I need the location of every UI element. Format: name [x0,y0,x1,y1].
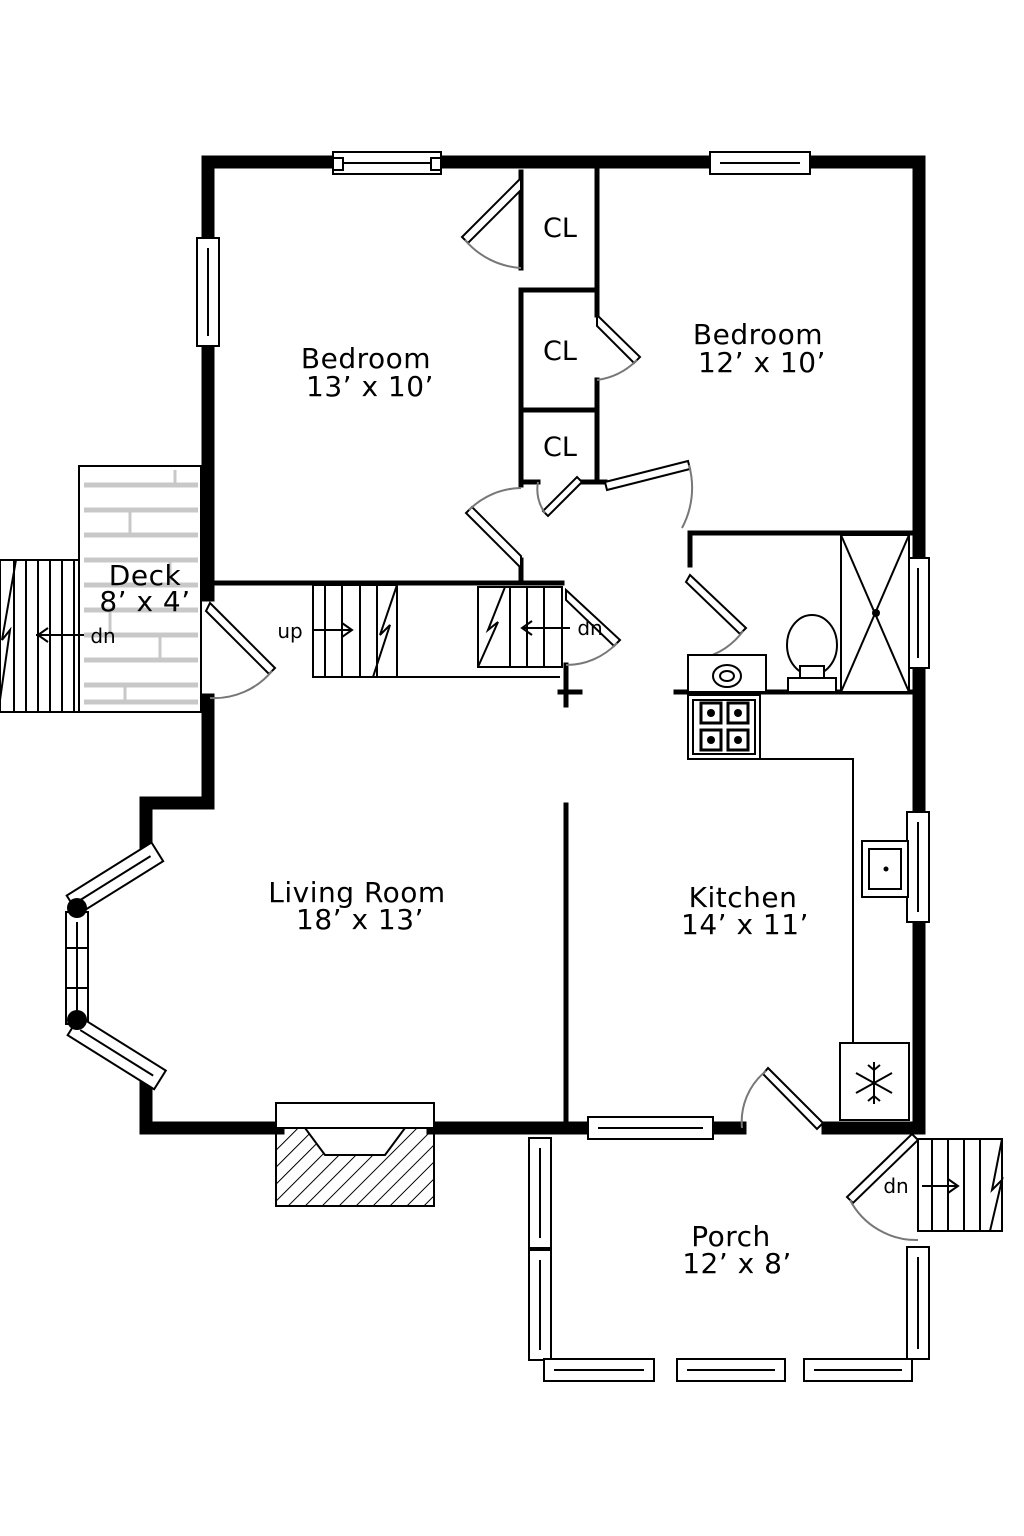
bedroom1-size: 13’ x 10’ [306,370,434,403]
windows [65,151,930,1140]
bedroom2-name: Bedroom [693,318,823,351]
porch-size: 12’ x 8’ [682,1247,792,1280]
fireplace [275,1102,435,1207]
closet-label: CL [543,336,577,367]
closet-label: CL [543,432,577,463]
bedroom2-size: 12’ x 10’ [698,346,826,379]
stair-up-label: up [277,619,302,643]
living-room-name: Living Room [268,876,445,909]
kitchen-fixtures [687,694,910,1121]
kitchen-name: Kitchen [689,881,798,914]
snowflake-icon [855,1062,893,1104]
deck-name: Deck [109,559,182,592]
stair-down-label: dn [577,616,602,640]
porch-name: Porch [691,1220,771,1253]
bath-fixtures [687,534,910,693]
deck-size: 8’ x 4’ [99,585,190,618]
deck-stair-down-label: dn [90,624,115,648]
living-room-size: 18’ x 13’ [296,903,424,936]
bedroom1-name: Bedroom [301,342,431,375]
porch-stair-down-label: dn [883,1174,908,1198]
room-labels: Bedroom 13’ x 10’ Bedroom 12’ x 10’ CL C… [90,213,908,1280]
closet-label: CL [543,213,577,244]
stairs [312,584,622,678]
porch [528,1137,1004,1382]
deck-stairs [0,559,84,713]
deck [78,465,202,713]
kitchen-size: 14’ x 11’ [681,908,809,941]
